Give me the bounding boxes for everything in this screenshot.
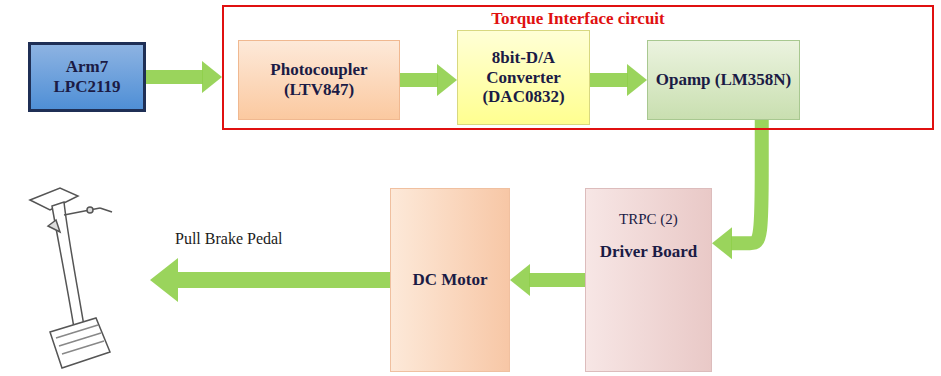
- group-title: Torque Interface circuit: [491, 9, 664, 29]
- push-rod-end: [100, 208, 112, 212]
- motor-box: DC Motor: [390, 188, 510, 372]
- driver-box: TRPC (2) Driver Board: [585, 188, 712, 372]
- dac-box: 8bit-D/A Converter (DAC0832): [457, 30, 590, 125]
- pull-arrow: [150, 258, 390, 302]
- box-label: 8bit-D/A Converter (DAC0832): [464, 48, 583, 107]
- box-label: DC Motor: [412, 270, 487, 290]
- pad-grooves: [56, 325, 104, 354]
- box-label: Arm7 LPC2119: [37, 57, 137, 96]
- arrow-head: [627, 64, 647, 96]
- signal-arrow: [712, 120, 762, 259]
- box-label: Driver Board: [600, 242, 697, 262]
- arrow-head: [712, 227, 732, 259]
- signal-arrow: [510, 264, 585, 296]
- signal-arrow: [590, 64, 647, 96]
- photocoupler-box: Photocoupler (LTV847): [238, 40, 400, 120]
- brake-pedal-illustration: [30, 188, 112, 368]
- arrow-shaft: [731, 120, 762, 243]
- arrow-shaft: [529, 273, 585, 287]
- signal-arrow: [400, 64, 457, 96]
- board-id: TRPC (2): [619, 211, 678, 228]
- pedal-stop: [48, 220, 60, 232]
- arrow-shaft: [146, 70, 203, 84]
- signal-arrow: [146, 61, 222, 93]
- action-label: Pull Brake Pedal: [175, 230, 283, 248]
- arrow-head: [510, 264, 530, 296]
- arrow-shaft: [400, 73, 438, 87]
- processor-box: Arm7 LPC2119: [28, 42, 146, 112]
- pedal-pad: [50, 318, 110, 368]
- box-label: Opamp (LM358N): [656, 70, 792, 90]
- pivot-pin: [87, 207, 93, 213]
- opamp-box: Opamp (LM358N): [647, 40, 800, 120]
- arrow-head: [437, 64, 457, 96]
- interface-group: Torque Interface circuitPhotocoupler (LT…: [222, 5, 934, 130]
- arrow-shaft: [590, 73, 628, 87]
- push-rod: [64, 208, 100, 215]
- arrow-head: [202, 61, 222, 93]
- pull-arrow: [150, 258, 390, 302]
- box-label: Photocoupler (LTV847): [245, 60, 393, 99]
